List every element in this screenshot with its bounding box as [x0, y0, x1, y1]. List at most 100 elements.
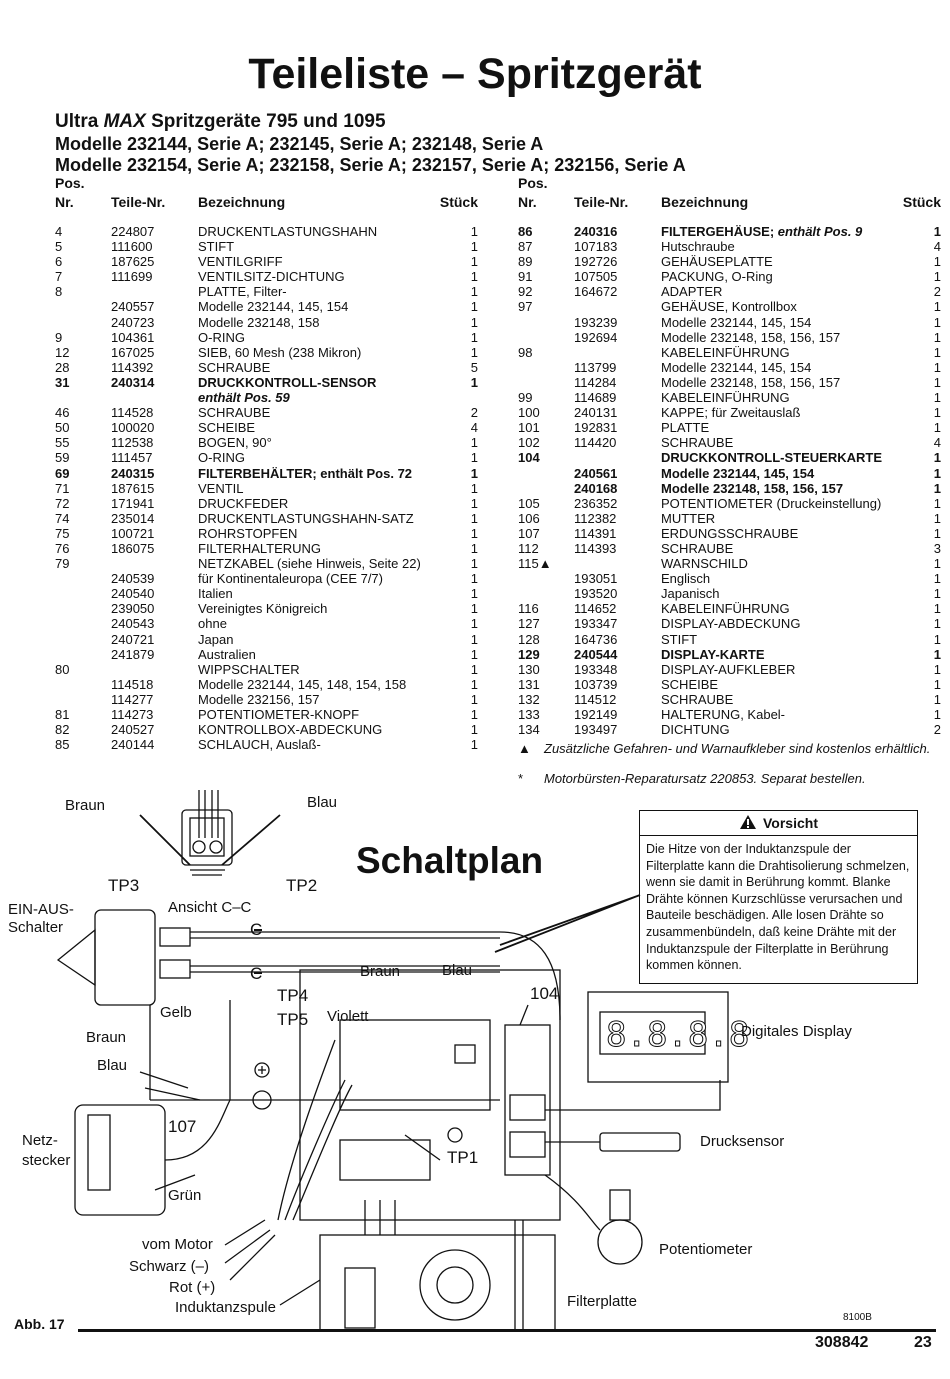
- cell-desc: Englisch: [661, 571, 711, 587]
- cell-pos: 128: [518, 631, 540, 647]
- cell-desc: Modelle 232148, 158, 156, 157: [661, 480, 844, 496]
- cell-pos: 76: [55, 540, 70, 556]
- cell-part: 112538: [111, 435, 154, 451]
- label-schwarz: Schwarz (–): [129, 1258, 210, 1275]
- footnote: * Motorbürsten-Reparatursatz 220853. Sep…: [518, 771, 866, 786]
- cell-qty: 1: [933, 646, 941, 662]
- cell-part: 112382: [574, 510, 617, 526]
- cell-part: 193348: [574, 661, 618, 677]
- cell-qty: 1: [933, 495, 941, 511]
- label-blau-left: Blau: [97, 1057, 128, 1074]
- cell-part: 171941: [111, 495, 155, 511]
- cell-pos: 104: [518, 450, 540, 466]
- cell-qty: 1: [470, 329, 478, 345]
- cell-part: 240721: [111, 631, 155, 647]
- label-tp2: TP2: [286, 876, 318, 895]
- cell-part: 193520: [574, 586, 618, 602]
- table-header: Pos. Nr. Teile-Nr. Bezeichnung Stück: [518, 175, 941, 210]
- cell-qty: 1: [470, 224, 478, 239]
- cell-part: 239050: [111, 601, 155, 617]
- label-induktanzspule: Induktanzspule: [175, 1299, 276, 1316]
- label-tp4: TP4: [277, 986, 309, 1005]
- cell-qty: 1: [470, 661, 478, 677]
- cell-desc: VENTIL: [198, 480, 244, 496]
- cell-desc: POTENTIOMETER-KNOPF: [198, 707, 360, 722]
- display-digits: 8.8.8.8: [606, 1015, 749, 1055]
- cell-qty: 1: [470, 616, 478, 632]
- cell-desc: MUTTER: [661, 510, 716, 526]
- cell-qty: 1: [470, 601, 478, 617]
- cell-pos: 81: [55, 707, 70, 722]
- label-104: 104: [530, 984, 559, 1003]
- document-number: 308842: [815, 1334, 869, 1351]
- cell-desc: WIPPSCHALTER: [198, 661, 300, 677]
- cell-part: 114652: [574, 601, 617, 617]
- cell-part: 114392: [111, 359, 154, 375]
- cell-part: 192831: [574, 420, 618, 436]
- cell-part: 193051: [574, 571, 618, 587]
- cell-part: 113799: [574, 359, 617, 375]
- cell-desc: O-RING: [198, 450, 245, 466]
- cell-pos: 91: [518, 269, 533, 285]
- cell-qty: 1: [470, 254, 478, 270]
- cell-desc: SCHRAUBE: [198, 359, 271, 375]
- cell-part: 187625: [111, 254, 155, 270]
- cell-pos: 9: [55, 329, 63, 345]
- cell-qty: 1: [470, 525, 478, 541]
- cell-qty: 1: [933, 420, 941, 436]
- cell-desc-italic: enthält Pos. 9: [777, 224, 863, 239]
- cell-desc: DRUCKENTLASTUNGSHAHN-SATZ: [198, 510, 414, 526]
- cell-pos: 79: [55, 556, 70, 572]
- cell-pos: 69: [55, 465, 70, 481]
- cell-desc: Modelle 232156, 157: [198, 691, 320, 707]
- cell-qty: 1: [470, 510, 478, 526]
- label-tp1: TP1: [447, 1148, 479, 1167]
- cell-qty: 2: [933, 722, 941, 738]
- cell-pos: 12: [55, 344, 70, 360]
- cell-qty: 2: [470, 405, 478, 421]
- cell-pos: 99: [518, 390, 533, 406]
- label-braun-left: Braun: [86, 1029, 127, 1046]
- cell-desc: Italien: [198, 586, 233, 602]
- cell-part: 100020: [111, 420, 155, 436]
- cell-qty: 1: [933, 480, 941, 496]
- label-107: 107: [168, 1117, 197, 1136]
- cell-qty: 1: [470, 450, 478, 466]
- cell-qty: 1: [933, 661, 941, 677]
- cell-qty: 3: [933, 540, 941, 556]
- cell-desc: DRUCKKONTROLL-SENSOR: [198, 374, 377, 390]
- cell-pos: 50: [55, 420, 70, 436]
- cell-part: 193239: [574, 314, 618, 330]
- cell-pos: 59: [55, 450, 70, 466]
- cell-desc: HALTERUNG, Kabel-: [661, 707, 786, 722]
- cell-qty: 1: [470, 239, 478, 255]
- warning-triangle-icon: ▲: [518, 741, 531, 756]
- cell-desc: DISPLAY-ABDECKUNG: [661, 616, 801, 632]
- cell-pos: 71: [55, 480, 70, 496]
- warning-triangle-icon: [740, 815, 756, 829]
- caution-text: Die Hitze von der Induktanzspule der Fil…: [646, 842, 910, 973]
- caution-box: Vorsicht Die Hitze von der Induktanzspul…: [639, 810, 918, 984]
- cell-desc-text: FILTERGEHÄUSE;: [661, 224, 778, 239]
- cell-desc: Modelle 232144, 145, 154: [661, 314, 812, 330]
- cell-desc: ROHRSTOPFEN: [198, 525, 298, 541]
- cell-qty: 1: [470, 556, 478, 572]
